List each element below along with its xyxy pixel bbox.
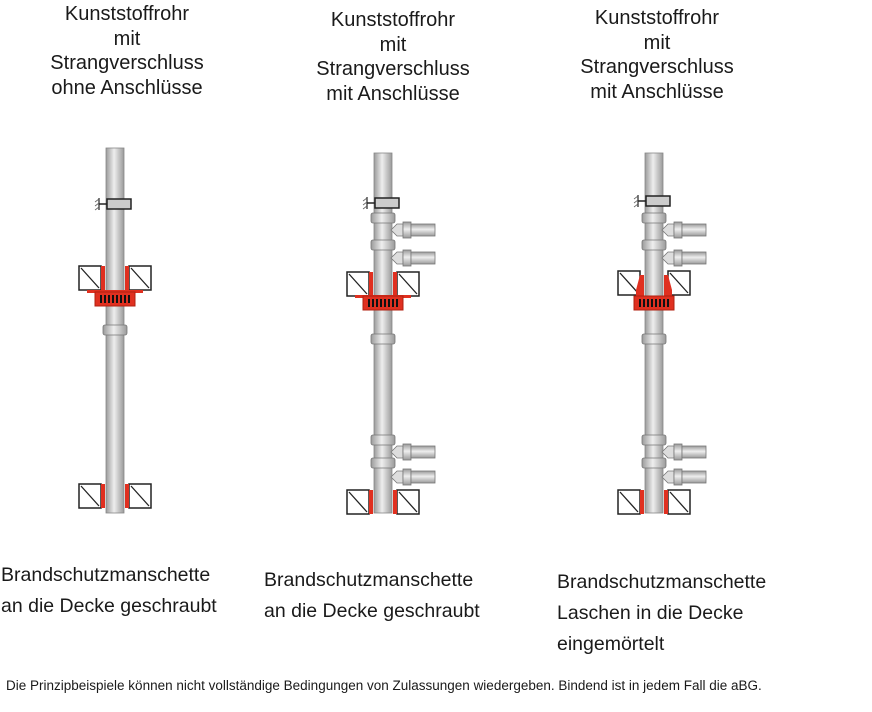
diagram-column-1 bbox=[78, 147, 152, 514]
title-line: mit Anschlüsse bbox=[326, 82, 460, 105]
title-line: mit bbox=[643, 31, 671, 54]
diagram-column-2 bbox=[346, 152, 436, 515]
column-3-caption: Brandschutzmanschette Laschen in die Dec… bbox=[557, 567, 766, 660]
column-2-caption: Brandschutzmanschette an die Decke gesch… bbox=[264, 565, 480, 627]
title-line: Kunststoffrohr bbox=[330, 9, 456, 31]
caption-line: Laschen in die Decke bbox=[557, 602, 744, 624]
title-line: mit bbox=[113, 27, 141, 50]
column-2-title: Kunststoffrohr mit Strangverschluss mit … bbox=[283, 8, 503, 106]
caption-line: Brandschutzmanschette bbox=[1, 564, 211, 586]
title-line: Kunststoffrohr bbox=[64, 3, 190, 25]
caption-line: an die Decke geschraubt bbox=[264, 600, 480, 622]
title-line: ohne Anschlüsse bbox=[51, 76, 203, 99]
caption-line: eingemörtelt bbox=[557, 633, 665, 655]
diagram-column-3 bbox=[617, 152, 707, 515]
column-3-title: Kunststoffrohr mit Strangverschluss mit … bbox=[547, 6, 767, 104]
caption-line: Brandschutzmanschette bbox=[264, 569, 474, 591]
footnote: Die Prinzipbeispiele können nicht vollst… bbox=[6, 678, 762, 693]
title-line: mit Anschlüsse bbox=[590, 80, 724, 103]
caption-line: Brandschutzmanschette bbox=[557, 571, 767, 593]
column-1-title: Kunststoffrohr mit Strangverschluss ohne… bbox=[17, 2, 237, 100]
caption-line: an die Decke geschraubt bbox=[1, 595, 217, 617]
title-line: Strangverschluss bbox=[580, 56, 734, 78]
title-line: mit bbox=[379, 33, 407, 56]
column-1-caption: Brandschutzmanschette an die Decke gesch… bbox=[1, 560, 217, 622]
title-line: Strangverschluss bbox=[316, 58, 470, 80]
title-line: Strangverschluss bbox=[50, 52, 204, 74]
title-line: Kunststoffrohr bbox=[594, 7, 720, 29]
